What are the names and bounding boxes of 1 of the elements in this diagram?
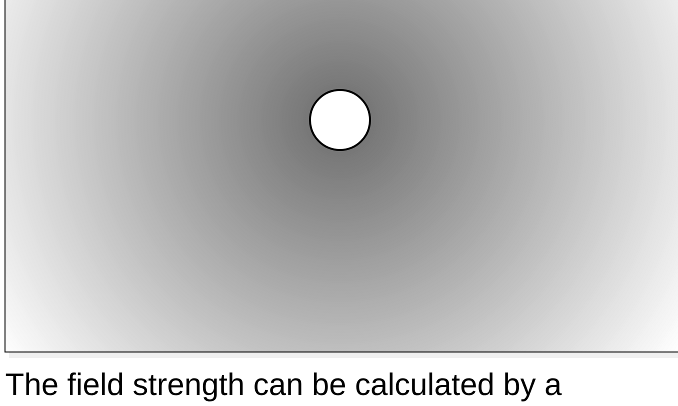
caption-text: The field strength can be calculated by a [6,372,562,402]
